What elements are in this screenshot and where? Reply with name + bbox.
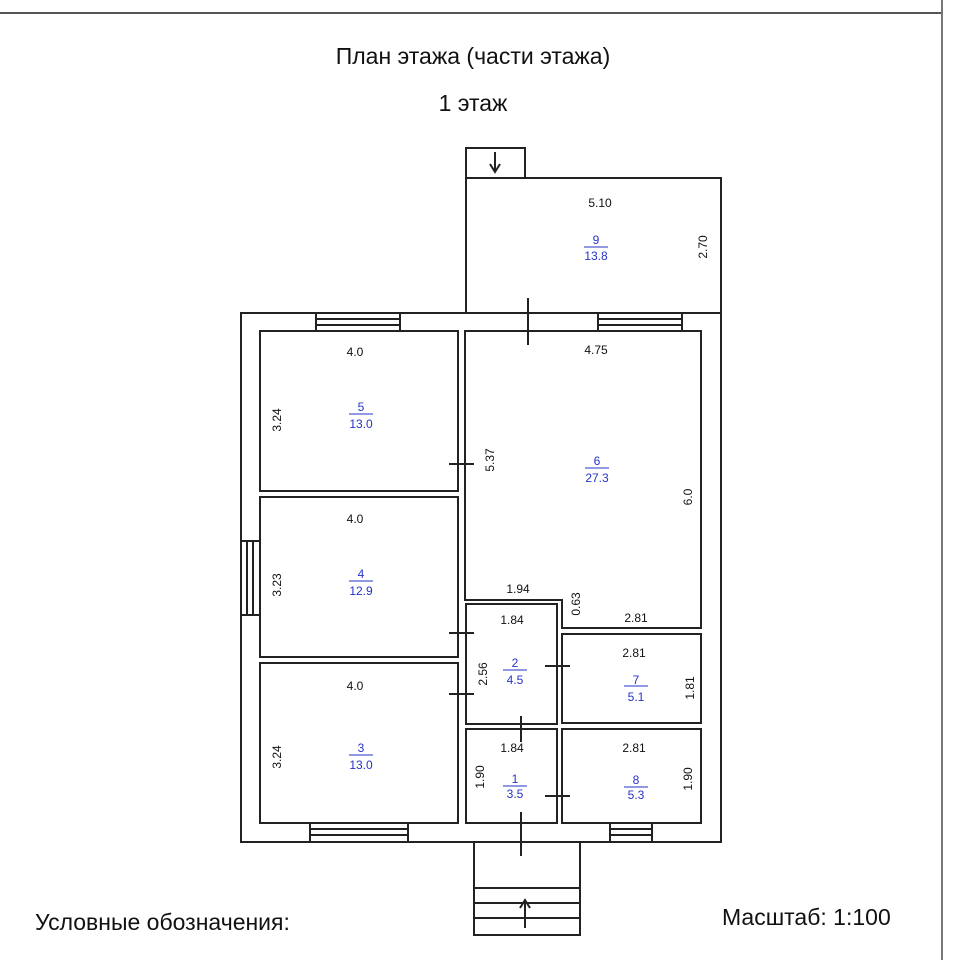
room-7-width: 2.81 bbox=[622, 646, 646, 660]
room-3-area: 13.0 bbox=[349, 758, 373, 772]
room-8-width: 2.81 bbox=[622, 741, 646, 755]
room-7 bbox=[561, 633, 702, 724]
room-9-width: 5.10 bbox=[588, 196, 612, 210]
room-1-area: 3.5 bbox=[507, 787, 524, 801]
room-7-height: 1.81 bbox=[683, 676, 697, 700]
room-8-height: 1.90 bbox=[681, 767, 695, 791]
plan-title: План этажа (части этажа) bbox=[335, 43, 611, 69]
room-6-dim-194: 1.94 bbox=[506, 582, 530, 596]
room-3-number: 3 bbox=[358, 741, 365, 755]
room-6-area: 27.3 bbox=[585, 471, 609, 485]
room-4-number: 4 bbox=[358, 567, 365, 581]
room-2-height: 2.56 bbox=[476, 662, 490, 686]
entry-arrow-icon bbox=[519, 898, 531, 928]
room-2-area: 4.5 bbox=[507, 673, 524, 687]
entry-arrow-icon bbox=[489, 152, 501, 174]
room-9-height: 2.70 bbox=[696, 235, 710, 259]
room-6 bbox=[464, 330, 702, 629]
room-6-number: 6 bbox=[594, 454, 601, 468]
floor-label: 1 этаж bbox=[438, 90, 508, 116]
room-6-dim-537: 5.37 bbox=[483, 448, 497, 472]
room-2-width: 1.84 bbox=[500, 613, 524, 627]
room-5-width: 4.0 bbox=[347, 345, 364, 359]
room-6-height: 6.0 bbox=[681, 488, 695, 505]
door-marks bbox=[449, 298, 570, 856]
room-1-width: 1.84 bbox=[500, 741, 524, 755]
room-2 bbox=[465, 603, 558, 725]
room-5-area: 13.0 bbox=[349, 417, 373, 431]
room-6-dim-281: 2.81 bbox=[624, 611, 648, 625]
room-5-height: 3.24 bbox=[270, 408, 284, 432]
room-7-number: 7 bbox=[633, 673, 640, 687]
room-1 bbox=[465, 728, 558, 824]
room-6-dim-063: 0.63 bbox=[569, 592, 583, 616]
frame-border-right bbox=[941, 0, 943, 960]
room-2-number: 2 bbox=[512, 656, 519, 670]
room-1-number: 1 bbox=[512, 772, 519, 786]
room-8-number: 8 bbox=[633, 773, 640, 787]
room-6-width: 4.75 bbox=[584, 343, 608, 357]
outer-wall bbox=[240, 312, 722, 843]
room-7-area: 5.1 bbox=[628, 690, 645, 704]
room-9-area: 13.8 bbox=[584, 249, 608, 263]
room-3-width: 4.0 bbox=[347, 679, 364, 693]
terrace-outline bbox=[465, 177, 722, 313]
room-9-number: 9 bbox=[593, 233, 600, 247]
room-1-height: 1.90 bbox=[473, 765, 487, 789]
room-4-width: 4.0 bbox=[347, 512, 364, 526]
scale-label: Масштаб: 1:100 bbox=[722, 904, 891, 930]
room-4-height: 3.23 bbox=[270, 573, 284, 597]
bottom-porch-steps bbox=[473, 842, 581, 936]
frame-border-top bbox=[0, 12, 943, 14]
windows bbox=[240, 312, 683, 843]
room-8-area: 5.3 bbox=[628, 788, 645, 802]
room-3-height: 3.24 bbox=[270, 745, 284, 769]
legend-label: Условные обозначения: bbox=[35, 909, 290, 935]
top-porch bbox=[465, 147, 526, 179]
room-4-area: 12.9 bbox=[349, 584, 373, 598]
room-5-number: 5 bbox=[358, 400, 365, 414]
